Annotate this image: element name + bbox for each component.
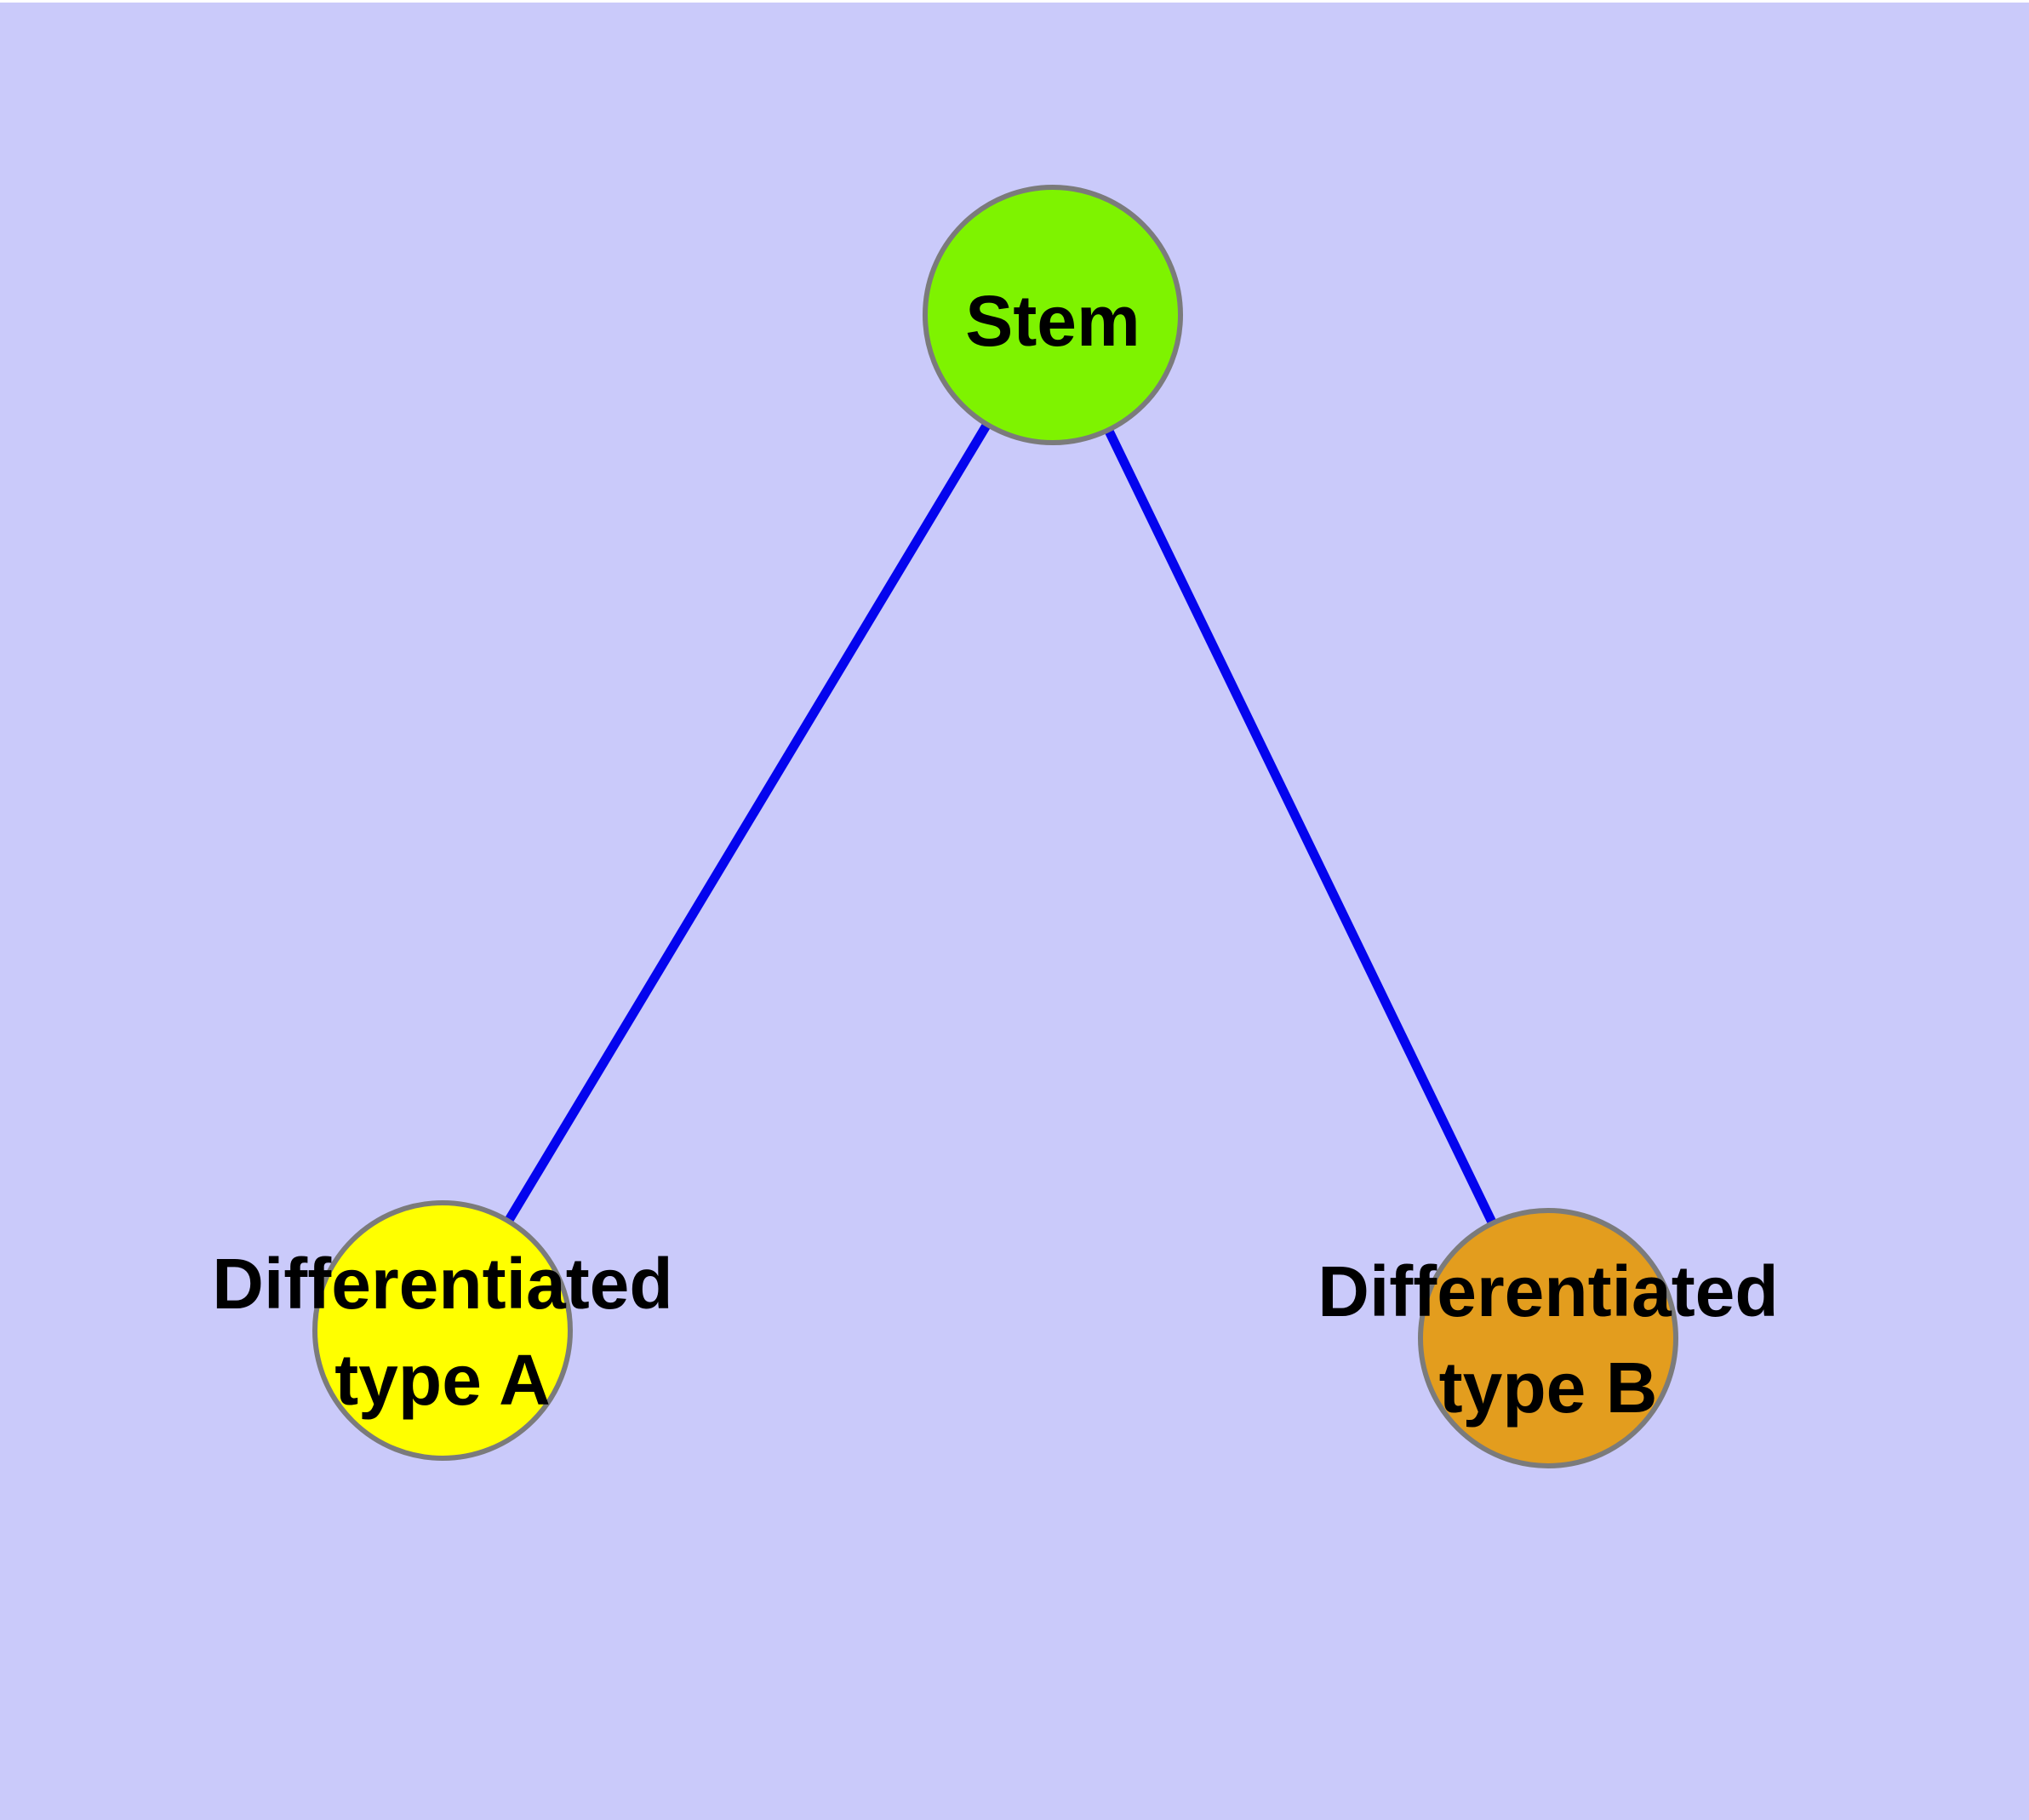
node-type-a-label-line1: Differentiated (212, 1244, 672, 1324)
edge-stem-to-type-b (1049, 312, 1552, 1341)
node-stem-circle (923, 185, 1183, 445)
node-type-b-label-line1: Differentiated (1317, 1251, 1778, 1331)
edge-stem-to-type-a (438, 312, 1057, 1333)
node-stem-label: Stem (965, 281, 1140, 361)
node-type-a-circle (312, 1200, 573, 1461)
node-type-b-label-line2: type B (1439, 1348, 1658, 1428)
node-type-b-circle (1418, 1208, 1678, 1468)
node-type-a-label-line2: type A (334, 1340, 551, 1420)
top-edge-strip (0, 0, 2029, 3)
